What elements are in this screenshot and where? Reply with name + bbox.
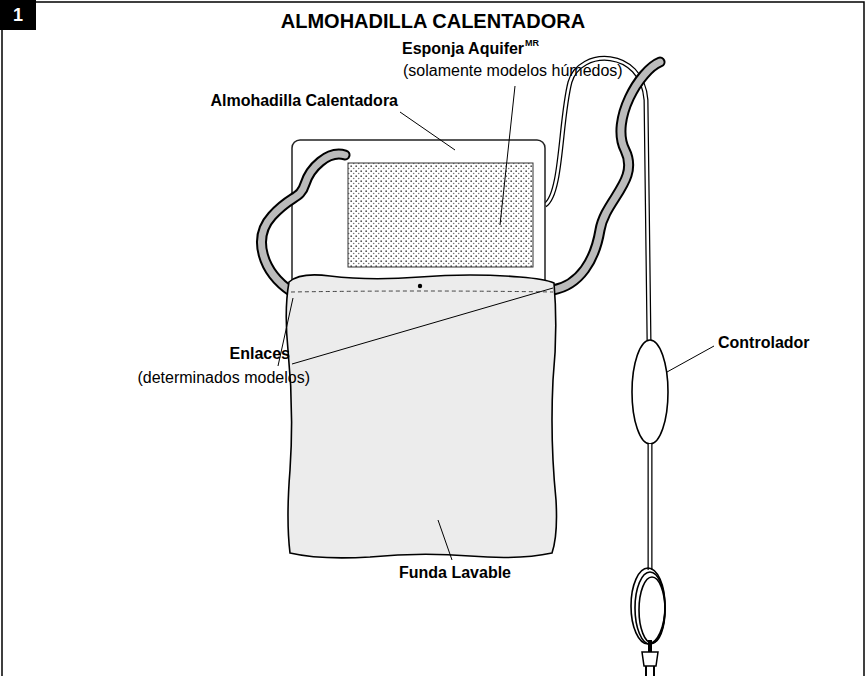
washable-cover <box>286 275 556 558</box>
cover-seam <box>291 291 553 292</box>
figure-number: 1 <box>0 0 36 30</box>
trademark: MR <box>525 38 539 48</box>
figure-number-text: 1 <box>13 5 23 26</box>
part-name: Funda Lavable <box>399 564 511 582</box>
plug <box>642 652 658 666</box>
part-name: Controlador <box>718 334 810 352</box>
part-name: Almohadilla Calentadora <box>210 92 398 110</box>
cord-coil <box>631 568 665 644</box>
leader-lines <box>278 86 714 560</box>
part-name: Enlaces <box>230 345 290 363</box>
note: (determinados modelos) <box>137 369 310 387</box>
title: ALMOHADILLA CALENTADORA <box>281 10 585 33</box>
controller <box>632 340 668 444</box>
note: (solamente modelos húmedos) <box>403 62 623 80</box>
part-name: Esponja Aquifer <box>402 40 524 58</box>
